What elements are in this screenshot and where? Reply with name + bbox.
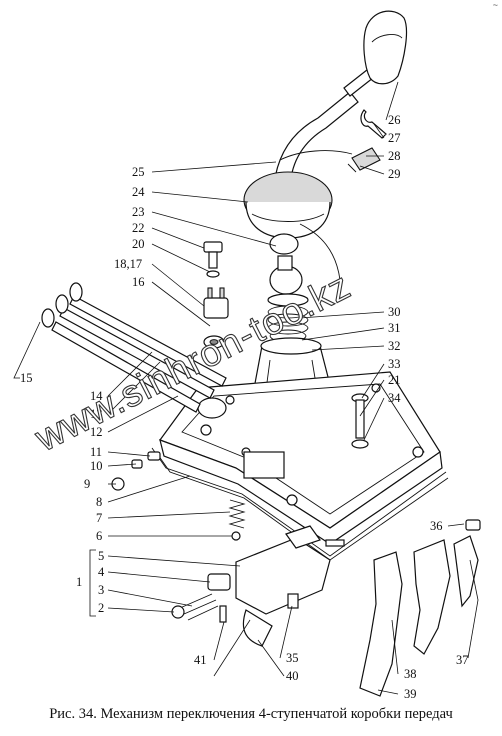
callout-24: 25 xyxy=(132,165,145,179)
figure-caption: Рис. 34. Механизм переключения 4-ступенч… xyxy=(49,706,453,722)
callout-19: 20 xyxy=(132,237,145,251)
callout-15: 15 xyxy=(20,371,33,385)
callout-2: 2 xyxy=(98,601,104,615)
callout-29: 30 xyxy=(388,305,401,319)
callout-14: 14 xyxy=(90,389,103,403)
callout-1: 1 xyxy=(76,575,82,589)
reverse-light-switch xyxy=(203,287,229,349)
lever-spring xyxy=(267,293,309,343)
callout-3: 3 xyxy=(98,583,104,597)
callout-27: 28 xyxy=(388,149,401,163)
mount-bolt xyxy=(203,241,223,278)
callout-34: 35 xyxy=(286,651,299,665)
callout-35: 36 xyxy=(430,519,443,533)
corner-mark: ~ xyxy=(492,0,498,10)
callout-28: 29 xyxy=(388,167,401,181)
callout-22: 23 xyxy=(132,205,145,219)
callout-13: 13 xyxy=(90,407,103,421)
callout-25: 26 xyxy=(388,113,401,127)
callout-37: 38 xyxy=(404,667,417,681)
selector-assembly xyxy=(171,525,345,647)
callout-6: 6 xyxy=(96,529,102,543)
callout-26: 27 xyxy=(388,131,401,145)
callout-21: 22 xyxy=(132,221,145,235)
callout-32: 33 xyxy=(388,357,401,371)
callout-8: 8 xyxy=(96,495,102,509)
callout-39: 40 xyxy=(286,669,299,683)
callout-23: 24 xyxy=(132,185,145,199)
callout-30: 31 xyxy=(388,321,401,335)
detent-parts xyxy=(111,451,161,491)
detent-spring xyxy=(228,499,246,541)
callouts: 26 27 28 29 25 24 23 22 20 18,17 16 30 3… xyxy=(20,113,469,701)
leader-lines xyxy=(13,81,479,695)
callout-4: 4 xyxy=(98,565,105,579)
callout-36: 37 xyxy=(456,653,469,667)
callout-31: 32 xyxy=(388,339,401,353)
callout-10: 10 xyxy=(90,459,103,473)
callout-5: 5 xyxy=(98,549,104,563)
callout-33: 34 xyxy=(388,391,401,405)
retaining-clip xyxy=(347,147,381,173)
housing-gasket xyxy=(151,447,449,561)
housing-bolt xyxy=(351,393,369,449)
callout-40: 41 xyxy=(194,653,207,667)
callout-11: 11 xyxy=(90,445,102,459)
lever-boot xyxy=(243,171,341,281)
cotter-pin xyxy=(360,109,387,139)
callout-12: 12 xyxy=(90,425,103,439)
callout-7: 7 xyxy=(96,511,102,525)
shift-lever xyxy=(273,10,408,187)
callout-9: 9 xyxy=(84,477,90,491)
shift-rods xyxy=(51,295,227,413)
callout-38: 39 xyxy=(404,687,417,701)
callout-16: 16 xyxy=(132,275,145,289)
shift-forks xyxy=(359,519,481,697)
callout-20: 21 xyxy=(388,373,401,387)
callout-18-17: 18,17 xyxy=(114,257,142,271)
o-rings xyxy=(41,282,83,328)
